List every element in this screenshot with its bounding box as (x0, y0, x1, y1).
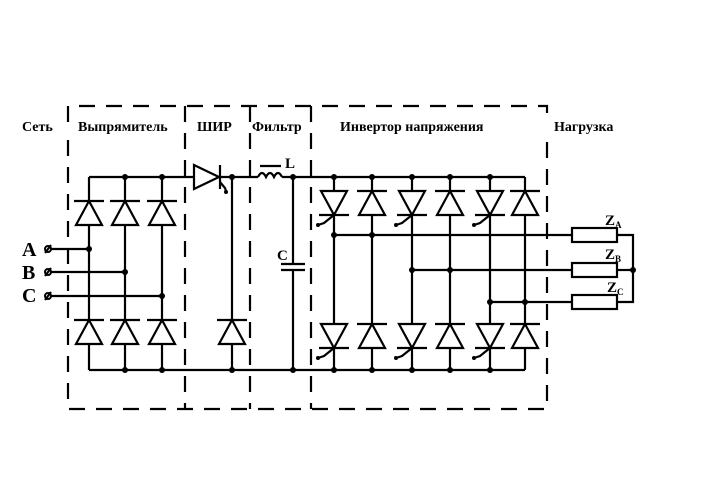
phase-label-c: C (22, 285, 36, 307)
inverter-thyristor (470, 189, 507, 229)
load-label-zb: ZB (605, 247, 621, 264)
section-label-load: Нагрузка (554, 120, 613, 135)
capacitor-label: C (277, 248, 288, 264)
rectifier-diode (108, 318, 142, 346)
rectifier-diode (108, 199, 142, 227)
load-label-za: ZA (605, 213, 622, 230)
inductor-label: L (285, 156, 295, 172)
load-star: ZA ZB ZC (570, 213, 636, 311)
grid-inputs: A B C (22, 239, 165, 307)
load-label-zc: ZC (607, 280, 624, 297)
section-label-grid: Сеть (22, 120, 53, 135)
inverter-diode (508, 189, 542, 217)
inverter-diode (355, 189, 389, 217)
inverter-thyristor (314, 322, 351, 362)
section-boundaries (66, 104, 549, 411)
inductor-icon (257, 171, 283, 180)
inverter-thyristor (392, 189, 429, 229)
rectifier-diode (72, 199, 106, 227)
impedance-zc (570, 293, 619, 311)
voltage-inverter (314, 174, 572, 373)
phase-label-b: B (22, 262, 35, 284)
impedance-zb (570, 261, 619, 279)
impedance-za (570, 226, 619, 244)
rectifier-diode (72, 318, 106, 346)
freewheel-diode (215, 318, 249, 346)
inverter-thyristor (470, 322, 507, 362)
inverter-diode (355, 322, 389, 350)
rectifier-diode (145, 318, 179, 346)
section-label-inverter: Инвертор напряжения (340, 120, 484, 135)
inverter-diode (508, 322, 542, 350)
section-label-pwm: ШИР (197, 120, 232, 135)
lc-filter: L C (257, 156, 525, 373)
section-label-filter: Фильтр (252, 120, 302, 135)
phase-label-a: A (22, 239, 37, 261)
pwm-chopper (192, 163, 258, 373)
inverter-thyristor (392, 322, 429, 362)
section-label-rectifier: Выпрямитель (78, 120, 168, 135)
rectifier-diode (145, 199, 179, 227)
inverter-thyristor (314, 189, 351, 229)
inverter-diode (433, 322, 467, 350)
inverter-diode (433, 189, 467, 217)
